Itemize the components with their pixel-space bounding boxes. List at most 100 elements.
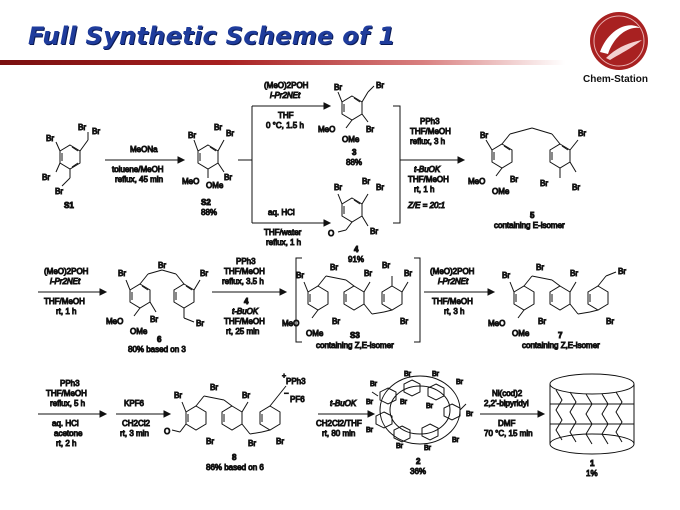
c7-atom-meo: MeO: [488, 319, 505, 328]
s1-atom-br: Br: [78, 123, 86, 132]
compound-6: Br Br Br Br Br MeO OMe 6 80% based on 3: [106, 261, 209, 355]
c2-macrocycle-shape: [371, 375, 467, 445]
c3-label: 3: [352, 148, 357, 157]
arrowhead-icon: [163, 410, 172, 418]
r10-condition: CH2Cl2/THF: [316, 419, 362, 428]
r5-condition: rt, 1 h: [56, 307, 76, 316]
r4-condition: t-BuOK: [414, 165, 441, 174]
c7-atom-br: Br: [606, 317, 614, 326]
chem-station-logo-icon: [590, 12, 648, 70]
r7-reagent: i-Pr2NEt: [438, 277, 469, 286]
compound-2: Br Br Br Br Br Br Br Br Br Br Br Br 2 36…: [366, 371, 475, 477]
c8-atom-br: Br: [206, 437, 214, 446]
s2-ring-shape: [193, 139, 225, 178]
c2-atom-br: Br: [366, 427, 374, 434]
c8-atom-br: Br: [210, 383, 218, 392]
reaction-r2: (MeO)2POH i-Pr2NEt THF 0 °C, 1.5 h: [264, 81, 310, 131]
c2-atom-br: Br: [366, 399, 374, 406]
r2-reagent: (MeO)2POH: [264, 81, 309, 90]
compound-3: Br Br Br MeO OMe 3 88%: [318, 81, 385, 168]
s2-atom-br: Br: [214, 123, 222, 132]
r4-condition: THF/MeOH: [408, 175, 449, 184]
r3-reagent: aq. HCl: [268, 208, 295, 217]
reaction-r9: KPF6 CH2Cl2 rt, 3 min: [116, 399, 172, 439]
arrowhead-icon: [177, 156, 186, 164]
c3-yield: 88%: [346, 158, 362, 167]
c8-phosphonium: PPh3: [286, 377, 306, 386]
compound-s3: Br Br Br Br Br Br Br MeO OMe S3 containi…: [282, 257, 421, 351]
c6-atom-br: Br: [200, 269, 208, 278]
reaction-r11: Ni(cod)2 2,2'-bipyridyl DMF 70 °C, 15 mi…: [480, 389, 546, 439]
c1-nanobelt-shape: [549, 373, 635, 455]
arrowhead-icon: [323, 219, 332, 227]
c6-label: 6: [157, 335, 162, 344]
r4-reagent: THF/MeOH: [410, 127, 451, 136]
s1-atom-br: Br: [92, 127, 100, 136]
s1-atom-br: Br: [42, 173, 50, 182]
r5-reagent: i-Pr2NEt: [50, 277, 81, 286]
r8-condition: acetone: [54, 429, 83, 438]
c7-atom-br: Br: [618, 267, 626, 276]
r4-reagent: PPh3: [420, 117, 440, 126]
c2-atom-br: Br: [432, 371, 440, 378]
bracket-right: [414, 257, 421, 343]
r6-condition: rt, 25 min: [226, 327, 259, 336]
c8-counterion: PF6: [290, 395, 305, 404]
reaction-r7: (MeO)2POH i-Pr2NEt THF/MeOH rt, 3 h: [424, 267, 496, 317]
s2-atom-br: Br: [188, 131, 196, 140]
compound-4: Br Br Br Br O 4 91%: [328, 177, 385, 265]
compound-5: Br Br Br Br Br MeO OMe 5 containing E-is…: [468, 127, 587, 231]
r7-condition: rt, 3 h: [444, 307, 464, 316]
r5-reagent: (MeO)2POH: [44, 267, 89, 276]
c4-atom-br: Br: [376, 183, 384, 192]
c2-label: 2: [416, 457, 421, 466]
c3-atom-br: Br: [334, 83, 342, 92]
c2-atom-br: Br: [396, 443, 404, 450]
reaction-r1: MeONa toluene/MeOH reflux, 45 min: [105, 145, 186, 185]
s2-yield: 88%: [201, 208, 217, 217]
title-underline-bar: [0, 60, 565, 65]
r11-reagent: 2,2'-bipyridyl: [484, 399, 529, 408]
r8-condition: rt, 2 h: [56, 439, 76, 448]
s2-atom-br: Br: [224, 173, 232, 182]
s3-note: containing Z,E-isomer: [316, 341, 394, 350]
s3-atom-meo: MeO: [282, 319, 299, 328]
c4-label: 4: [354, 245, 359, 254]
s3-atom-br: Br: [382, 261, 390, 270]
s3-atom-br: Br: [400, 317, 408, 326]
r6-condition: THF/MeOH: [224, 317, 265, 326]
reaction-r3: aq. HCl THF/water reflux, 1 h: [264, 208, 303, 248]
r1-reagent: MeONa: [130, 145, 158, 154]
c8-charge-plus: +: [282, 373, 286, 380]
c8-yield: 86% based on 6: [206, 463, 264, 472]
logo-text: Chem-Station: [583, 74, 648, 85]
s3-ring-shape: [303, 275, 409, 319]
s3-atom-ome: OMe: [306, 329, 324, 338]
c1-label: 1: [590, 459, 595, 468]
c4-atom-br: Br: [370, 227, 378, 236]
arrowhead-icon: [323, 102, 332, 110]
r4-reagent: reflux, 3 h: [410, 137, 445, 146]
r8-reagent: reflux, 5 h: [50, 399, 85, 408]
c7-atom-ome: OMe: [512, 329, 530, 338]
c2-atom-br: Br: [404, 371, 412, 378]
r10-condition: rt, 80 min: [322, 429, 355, 438]
c8-label: 8: [232, 453, 237, 462]
compound-7: Br Br Br Br Br Br MeO OMe 7 containing Z…: [488, 263, 627, 351]
c5-atom-ome: OMe: [492, 187, 510, 196]
r1-condition: toluene/MeOH: [112, 165, 164, 174]
c8-atom-br: Br: [276, 437, 284, 446]
compound-1: 1 1%: [549, 373, 635, 479]
compound-s2: Br Br Br Br MeO OMe S2 88%: [182, 123, 235, 218]
r11-condition: DMF: [498, 419, 515, 428]
r6-reagent: THF/MeOH: [224, 267, 265, 276]
r9-condition: CH2Cl2: [122, 419, 151, 428]
c6-atom-br: Br: [158, 261, 166, 270]
s1-label: S1: [64, 201, 74, 210]
c5-note: containing E-isomer: [494, 221, 565, 230]
c3-atom-br: Br: [366, 125, 374, 134]
arrowhead-icon: [487, 288, 496, 296]
arrowhead-icon: [537, 410, 546, 418]
